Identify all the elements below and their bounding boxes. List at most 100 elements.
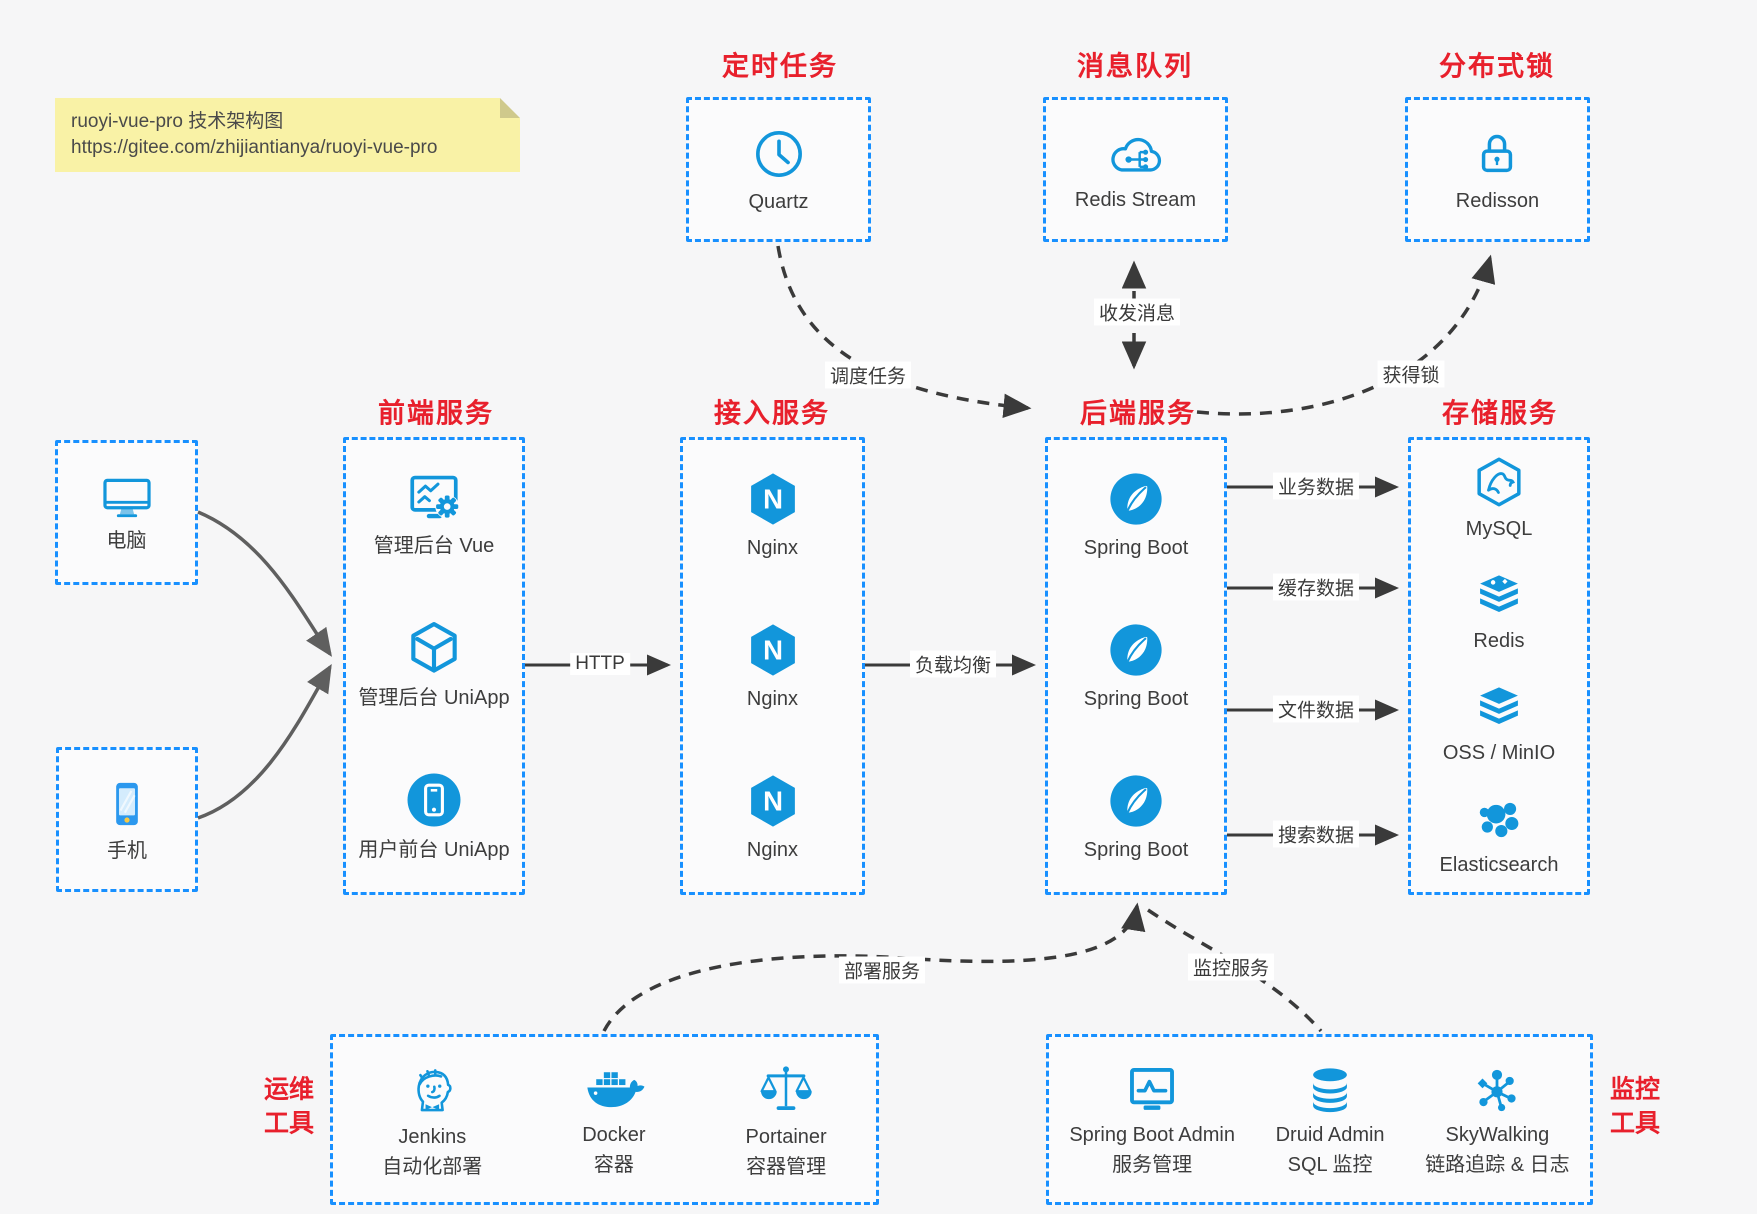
title-message-queue: 消息队列 [1077, 51, 1193, 82]
service-redisson: Redisson [1456, 126, 1539, 214]
label-nginx-1: Nginx [746, 537, 799, 560]
label-docker-name: Docker [582, 1124, 646, 1146]
service-nginx-2: N Nginx [743, 620, 803, 712]
label-nginx-3: Nginx [746, 838, 799, 861]
label-portainer-name: Portainer [745, 1126, 827, 1148]
label-jenkins-desc: 自动化部署 [382, 1156, 483, 1178]
service-nginx-1: N Nginx [743, 469, 803, 561]
flow-label-http: HTTP [570, 653, 630, 675]
label-phone: 手机 [107, 839, 147, 862]
box-frontend-services: 管理后台 Vue 管理后台 UniApp 用户前台 UniApp [343, 437, 525, 895]
note-folded-corner [500, 98, 520, 118]
mysql-icon [1477, 457, 1521, 507]
label-spring-boot-3: Spring Boot [1083, 838, 1189, 861]
label-jenkins-name: Jenkins [398, 1126, 467, 1148]
box-quartz: Quartz [686, 97, 871, 242]
ops-title-line2: 工具 [263, 1109, 315, 1137]
label-redis: Redis [1473, 630, 1525, 652]
redis-icon [1480, 575, 1518, 612]
title-frontend: 前端服务 [378, 398, 494, 429]
title-monitor-tools: 监控 工具 [1610, 1073, 1660, 1141]
label-redis-stream: Redis Stream [1074, 188, 1197, 211]
title-distributed-lock: 分布式锁 [1439, 51, 1555, 82]
service-admin-uniapp: 管理后台 UniApp [358, 617, 510, 711]
phone-icon [116, 782, 138, 825]
flow-label-message: 收发消息 [1093, 298, 1181, 326]
flow-label-schedule: 调度任务 [824, 361, 912, 389]
desktop-icon [102, 478, 151, 517]
lock-icon [1482, 134, 1513, 172]
box-ops-tools: Jenkins 自动化部署 Docker 容器 [330, 1034, 879, 1205]
label-docker-desc: 容器 [593, 1154, 634, 1176]
svg-text:N: N [763, 634, 783, 665]
service-quartz: Quartz [748, 125, 809, 215]
service-nginx-3: N Nginx [743, 771, 803, 863]
flow-label-load-balance: 负载均衡 [909, 650, 997, 678]
label-druid-name: Druid Admin [1275, 1124, 1385, 1146]
phone-to-frontend-arrow [197, 663, 332, 820]
box-redis-stream: Redis Stream [1043, 97, 1228, 242]
label-skywalking-desc: 链路追踪 & 日志 [1425, 1154, 1570, 1176]
flow-label-lock: 获得锁 [1377, 360, 1445, 388]
title-scheduled-tasks: 定时任务 [722, 51, 838, 82]
box-storage-services: MySQL Redis OSS / Mi [1408, 437, 1590, 895]
tool-druid-admin: Druid Admin SQL 监控 [1276, 1061, 1385, 1178]
service-redis: Redis [1470, 570, 1528, 654]
service-elasticsearch: Elasticsearch [1439, 794, 1559, 878]
service-spring-boot-1: Spring Boot [1084, 469, 1188, 561]
flow-label-monitor: 监控服务 [1187, 953, 1275, 981]
box-redisson: Redisson [1405, 97, 1590, 242]
clock-icon [755, 130, 802, 177]
admin-vue-icon [410, 475, 460, 519]
title-storage: 存储服务 [1442, 398, 1558, 429]
title-ops-tools: 运维 工具 [264, 1073, 314, 1141]
user-app-icon [407, 773, 461, 827]
label-oss-minio: OSS / MinIO [1442, 742, 1556, 764]
nginx-icon: N [750, 775, 795, 827]
tool-docker: Docker 容器 [581, 1061, 647, 1178]
label-quartz: Quartz [748, 190, 809, 213]
flow-label-file-data: 文件数据 [1272, 695, 1360, 723]
cloud-mq-icon [1110, 137, 1161, 172]
tool-skywalking: SkyWalking 链路追踪 & 日志 [1425, 1061, 1570, 1178]
box-gateway-services: N Nginx N Nginx N Nginx [680, 437, 865, 895]
spring-boot-icon [1110, 473, 1162, 525]
title-gateway: 接入服务 [714, 398, 830, 429]
flow-label-search-data: 搜索数据 [1272, 820, 1360, 848]
label-druid-desc: SQL 监控 [1287, 1154, 1373, 1176]
uniapp-cube-icon [411, 622, 457, 673]
label-sba-desc: 服务管理 [1112, 1154, 1193, 1176]
druid-icon [1313, 1068, 1347, 1113]
label-admin-vue: 管理后台 Vue [373, 535, 495, 557]
service-spring-boot-3: Spring Boot [1083, 771, 1189, 863]
label-mysql: MySQL [1465, 518, 1533, 540]
nginx-icon: N [750, 473, 795, 525]
note-line-1: ruoyi-vue-pro 技术架构图 [71, 111, 284, 132]
label-skywalking-name: SkyWalking [1445, 1124, 1550, 1146]
label-portainer-desc: 容器管理 [746, 1156, 827, 1178]
spring-boot-icon [1110, 775, 1162, 827]
jenkins-icon [417, 1069, 452, 1112]
ops-title-line1: 运维 [263, 1075, 315, 1104]
box-monitor-tools: Spring Boot Admin 服务管理 Druid Admin SQL 监… [1046, 1034, 1593, 1205]
client-phone: 手机 [101, 776, 153, 864]
oss-icon [1480, 687, 1518, 724]
label-admin-uniapp: 管理后台 UniApp [358, 687, 510, 709]
label-redisson: Redisson [1455, 189, 1540, 212]
label-pc: 电脑 [106, 529, 147, 552]
spring-boot-admin-icon [1130, 1068, 1175, 1110]
flow-label-biz-data: 业务数据 [1272, 472, 1360, 500]
nginx-icon: N [750, 624, 795, 676]
portainer-icon [760, 1066, 812, 1110]
label-nginx-2: Nginx [746, 687, 799, 710]
tool-portainer: Portainer 容器管理 [746, 1059, 827, 1180]
box-phone-client: 手机 [56, 747, 198, 892]
sticky-note: ruoyi-vue-pro 技术架构图 https://gitee.com/zh… [55, 98, 520, 172]
service-user-uniapp: 用户前台 UniApp [358, 769, 510, 863]
tool-jenkins: Jenkins 自动化部署 [382, 1059, 482, 1180]
box-pc-client: 电脑 [55, 440, 198, 585]
label-elasticsearch: Elasticsearch [1439, 854, 1559, 876]
label-sba-name: Spring Boot Admin [1069, 1124, 1235, 1146]
svg-text:N: N [763, 785, 783, 816]
